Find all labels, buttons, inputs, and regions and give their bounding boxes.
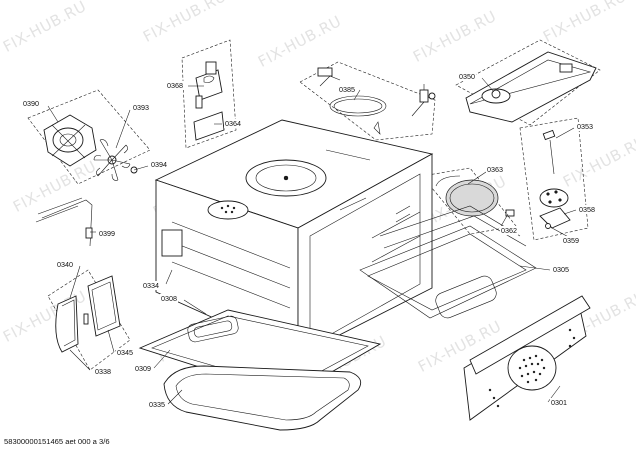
leader-lines (47, 77, 577, 405)
part-label-0363[interactable]: 0363 (486, 165, 504, 174)
sensor-module (195, 61, 223, 109)
lamp-window (435, 175, 515, 217)
part-label-0362[interactable]: 0362 (500, 226, 518, 235)
vent-grille (518, 354, 546, 384)
fastener-set (539, 129, 571, 229)
part-label-0359[interactable]: 0359 (562, 236, 580, 245)
wiring-harness (317, 67, 436, 135)
part-label-0393[interactable]: 0393 (132, 103, 150, 112)
part-label-0399[interactable]: 0399 (98, 229, 116, 238)
fastener-group-frame (519, 117, 589, 241)
part-label-0305[interactable]: 0305 (552, 265, 570, 274)
part-label-0364[interactable]: 0364 (224, 119, 242, 128)
document-footer: 58300000151465 aet 000 a 3/6 (4, 437, 110, 446)
wiring-group-frame (299, 61, 436, 141)
part-label-0353[interactable]: 0353 (576, 122, 594, 131)
part-label-0345[interactable]: 0345 (116, 348, 134, 357)
part-label-0340[interactable]: 0340 (56, 260, 74, 269)
heating-element-wire (35, 197, 93, 247)
part-label-0338[interactable]: 0338 (94, 367, 112, 376)
part-label-0358[interactable]: 0358 (578, 205, 596, 214)
part-label-0309[interactable]: 0309 (134, 364, 152, 373)
part-label-0308[interactable]: 0308 (160, 294, 178, 303)
part-label-0390[interactable]: 0390 (22, 99, 40, 108)
door-gasket-frame (83, 275, 121, 337)
top-cover (465, 51, 597, 123)
lid-group-frame (455, 39, 601, 126)
hinge-cover (55, 295, 79, 353)
part-label-0350[interactable]: 0350 (458, 72, 476, 81)
part-label-0385[interactable]: 0385 (338, 85, 356, 94)
fan-group-frame (27, 89, 151, 185)
rear-cover-panel (463, 295, 591, 421)
fan-impeller (93, 139, 131, 181)
oven-cavity (154, 119, 434, 357)
fan-motor-assembly (43, 114, 97, 167)
part-label-0301[interactable]: 0301 (550, 398, 568, 407)
insulation-plate (193, 111, 225, 141)
part-label-0394[interactable]: 0394 (150, 160, 168, 169)
part-label-0335[interactable]: 0335 (148, 400, 166, 409)
floor-panel (163, 365, 362, 431)
sensor-group-frame (181, 39, 237, 149)
part-label-0334[interactable]: 0334 (142, 281, 160, 290)
part-label-0368[interactable]: 0368 (166, 81, 184, 90)
